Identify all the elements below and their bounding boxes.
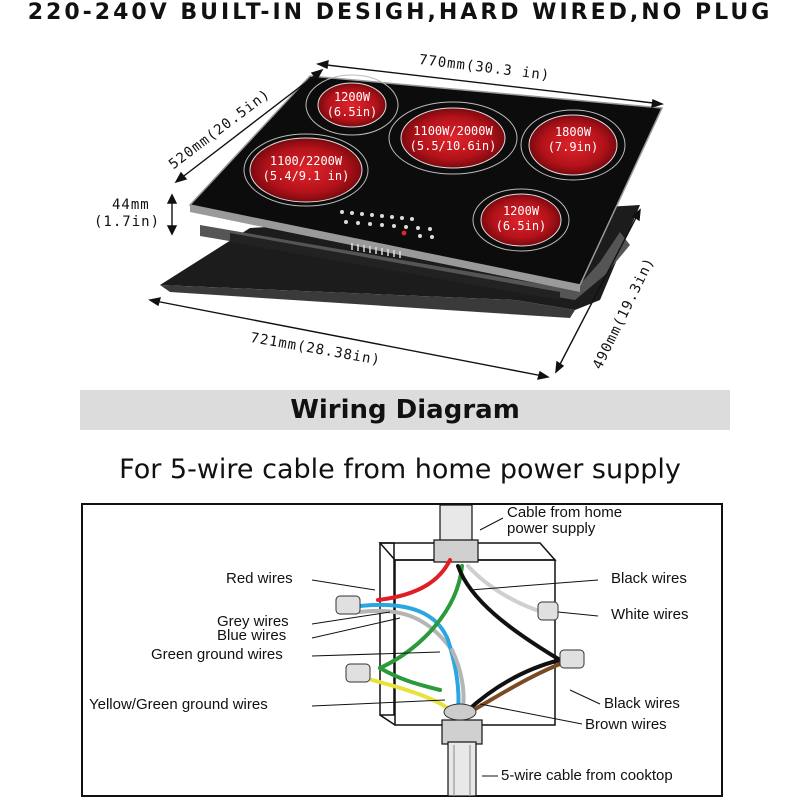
wire-red xyxy=(376,558,452,602)
wire-grey-top xyxy=(358,608,454,652)
burner-power: 1200W xyxy=(333,90,371,104)
label-cable-from-home: Cable from home power supply xyxy=(507,505,622,537)
label-cable-from-cooktop: 5-wire cable from cooktop xyxy=(501,767,673,784)
label-black-wires-bottom: Black wires xyxy=(604,695,680,712)
label-green-ground: Green ground wires xyxy=(151,646,283,663)
burner-size: (5.5/10.6in) xyxy=(409,139,497,153)
diagram-frame xyxy=(81,503,723,797)
burner-size: (6.5in) xyxy=(495,219,547,233)
label-blue-wires: Blue wires xyxy=(217,627,287,644)
burner-top-left xyxy=(317,82,387,128)
burner-mid-left xyxy=(249,137,363,203)
label-yellow-green-ground: Yellow/Green ground wires xyxy=(89,696,268,713)
vent xyxy=(351,243,401,258)
label-white-wires: White wires xyxy=(611,606,689,623)
label-grey-wires: Grey wires xyxy=(217,613,289,630)
wire-yellow xyxy=(370,678,454,714)
burner-size: (6.5in) xyxy=(326,105,378,119)
burner-label-top-left: 1200W (6.5in) xyxy=(322,90,382,120)
label-line: power supply xyxy=(507,520,596,537)
cooktop-body xyxy=(200,225,630,300)
label-line: Cable from home xyxy=(507,504,623,521)
label-red-wires: Red wires xyxy=(226,570,293,587)
wire-blue-top xyxy=(358,602,450,642)
burner-power: 1800W xyxy=(554,125,592,139)
burner-size: (5.4/9.1 in) xyxy=(262,169,350,183)
top-conduit xyxy=(433,504,479,563)
wire-nut-white xyxy=(537,601,559,621)
wire-black-top xyxy=(456,564,562,662)
wire-nut-black xyxy=(559,649,585,669)
label-black-wires-top: Black wires xyxy=(611,570,687,587)
cutout-depth-arrow xyxy=(555,209,641,373)
burner-label-right: 1800W (7.9in) xyxy=(538,125,608,155)
height-label-line2: (1.7in) xyxy=(94,214,161,230)
burner-label-center: 1100W/2000W (5.5/10.6in) xyxy=(396,124,510,154)
wire-nut-red xyxy=(335,595,361,615)
label-brown-wires: Brown wires xyxy=(585,716,667,733)
cutout-width-arrow xyxy=(149,299,549,378)
wire-green-bottom xyxy=(378,666,442,692)
burner-center xyxy=(400,107,506,169)
wire-nuts xyxy=(335,595,585,683)
burner-power: 1100/2200W xyxy=(269,154,343,168)
wiring-title: Wiring Diagram xyxy=(290,395,520,425)
cable-subtitle: For 5-wire cable from home power supply xyxy=(119,454,681,485)
bottom-conduit xyxy=(441,719,483,797)
burner-right xyxy=(528,114,618,176)
wiring-banner xyxy=(80,390,730,430)
touch-controls xyxy=(340,210,434,239)
top-depth-arrow xyxy=(175,69,323,183)
burner-size: (7.9in) xyxy=(547,140,599,154)
burner-front-right xyxy=(480,193,562,247)
wire-white xyxy=(466,564,544,614)
burner-label-mid-left: 1100/2200W (5.4/9.1 in) xyxy=(256,154,356,184)
wire-nut-green xyxy=(345,663,371,683)
junction-box xyxy=(378,542,557,726)
wire-green-top xyxy=(378,564,464,670)
cable-clamp xyxy=(443,703,477,721)
burner-label-front-right: 1200W (6.5in) xyxy=(491,204,551,234)
top-width-arrow xyxy=(317,63,663,105)
headline: 220-240V BUILT-IN DESIGH,HARD WIRED,NO P… xyxy=(27,0,773,25)
wire-black-bottom xyxy=(464,658,562,714)
burner-power: 1100W/2000W xyxy=(413,124,493,138)
height-label-line1: 44mm xyxy=(112,197,150,213)
wire-brown xyxy=(468,658,572,714)
burner-power: 1200W xyxy=(502,204,540,218)
